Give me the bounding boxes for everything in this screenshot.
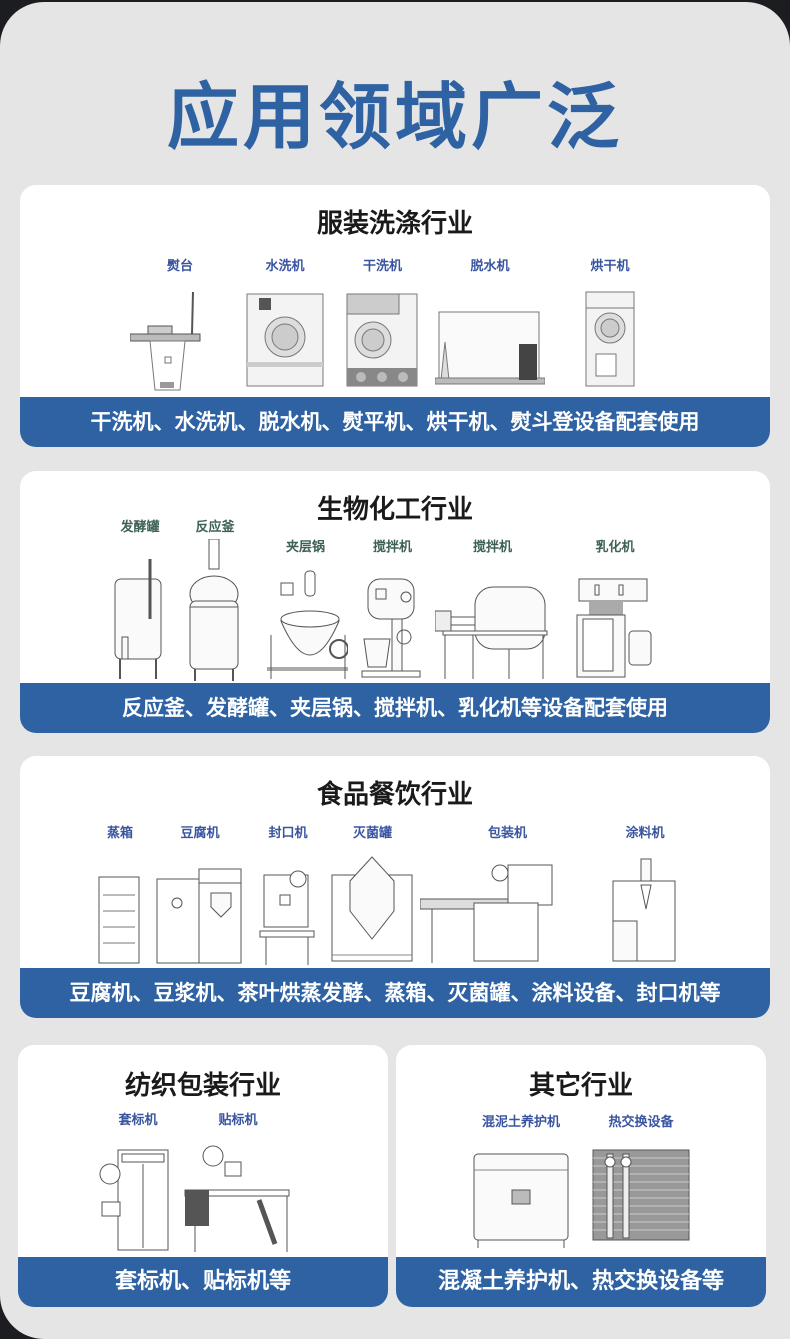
machine-label: 乳化机: [595, 540, 635, 555]
section-title: 食品餐饮行业: [316, 780, 473, 810]
machine-label: 反应釜: [195, 520, 235, 535]
machine-label: 蒸箱: [106, 826, 133, 841]
horizontal-mixer-icon: [435, 586, 548, 679]
section-title: 生物化工行业: [316, 495, 473, 525]
machine-label: 搅拌机: [472, 540, 512, 555]
machine-label: 脱水机: [470, 259, 510, 274]
machine-label: 混泥土养护机: [481, 1115, 560, 1130]
machine-label: 封口机: [268, 826, 308, 841]
machine-dry-cleaner: 干洗机: [345, 255, 420, 392]
machine-emulsifier: 乳化机: [575, 536, 655, 684]
stand-mixer-icon: [361, 578, 421, 678]
machine-dryer: 烘干机: [580, 255, 640, 392]
machine-jacketed-kettle: 夹层锅: [263, 536, 348, 684]
machine-tofu: 豆腐机: [155, 822, 245, 975]
machine-packaging: 包装机: [420, 822, 595, 975]
machine-label: 灭菌罐: [352, 826, 392, 841]
section-title: 服装洗涤行业: [316, 209, 473, 239]
steamer-icon: [98, 876, 140, 964]
section-title: 其它行业: [528, 1071, 633, 1101]
dryer-icon: [585, 291, 635, 387]
section-banner: 豆腐机、豆浆机、茶叶烘蒸发酵、蒸箱、灭菌罐、涂料设备、封口机等: [20, 968, 770, 1018]
machine-mixer-1: 搅拌机: [360, 536, 425, 684]
machine-label: 热交换设备: [608, 1115, 674, 1130]
machine-reactor: 反应釜: [185, 516, 245, 684]
machine-extractor: 脱水机: [435, 255, 545, 392]
section-banner: 干洗机、水洗机、脱水机、熨平机、烘干机、熨斗登设备配套使用: [20, 397, 770, 447]
ironing-table-icon: [130, 291, 201, 391]
machine-sealer: 封口机: [258, 822, 318, 975]
packaging-machine-icon: [420, 864, 553, 963]
machine-label: 夹层锅: [285, 540, 325, 555]
machine-label: 贴标机: [218, 1113, 258, 1128]
machine-label: 水洗机: [265, 259, 305, 274]
section-garment-washing: 服装洗涤行业 熨台 水洗机 干洗机: [20, 185, 770, 447]
machine-heat-exchanger: 热交换设备: [591, 1111, 691, 1254]
machine-label: 烘干机: [590, 259, 630, 274]
machine-label: 豆腐机: [180, 826, 220, 841]
machine-sleeve-labeler: 套标机: [98, 1109, 178, 1260]
emulsifier-icon: [576, 578, 652, 678]
dry-cleaner-icon: [346, 293, 418, 387]
section-banner: 反应釜、发酵罐、夹层锅、搅拌机、乳化机等设备配套使用: [20, 683, 770, 733]
machine-steamer: 蒸箱: [95, 822, 145, 975]
reactor-icon: [189, 539, 239, 681]
heat-exchanger-icon: [592, 1149, 690, 1241]
machine-mixer-2: 搅拌机: [435, 536, 550, 684]
section-banner: 套标机、贴标机等: [18, 1257, 388, 1307]
section-banner: 混凝土养护机、热交换设备等: [396, 1257, 766, 1307]
extractor-icon: [435, 311, 545, 385]
sleeve-labeler-icon: [99, 1149, 169, 1251]
machine-label: 搅拌机: [372, 540, 412, 555]
machine-washer: 水洗机: [245, 255, 325, 392]
tofu-machine-icon: [156, 868, 242, 964]
machine-label: 包装机: [487, 826, 527, 841]
machine-label: 发酵罐: [120, 520, 160, 535]
section-biochemical: 生物化工行业 发酵罐 反应釜 夹层锅: [20, 471, 770, 733]
labeler-icon: [184, 1145, 290, 1252]
machine-labeler: 贴标机: [183, 1109, 293, 1260]
machine-concrete-curing: 混泥土养护机: [466, 1111, 576, 1254]
jacketed-kettle-icon: [267, 570, 348, 679]
machine-fermenter: 发酵罐: [110, 516, 170, 684]
page-title: 应用领域广泛: [166, 75, 623, 159]
washer-icon: [246, 293, 324, 387]
section-other-industries: 其它行业 混泥土养护机 热交换设备: [396, 1045, 766, 1307]
machine-label: 套标机: [118, 1113, 158, 1128]
sealer-icon: [259, 870, 315, 965]
section-title: 纺织包装行业: [124, 1071, 281, 1101]
section-food-catering: 食品餐饮行业 蒸箱 豆腐机 封口机: [20, 756, 770, 1018]
fermenter-icon: [114, 559, 162, 679]
section-textile-packaging: 纺织包装行业 套标机 贴标机 套标机、贴标机等: [18, 1045, 388, 1307]
machine-coating: 涂料机: [605, 822, 685, 975]
machine-sterilizer: 灭菌罐: [330, 822, 415, 975]
machine-ironing-table: 熨台: [130, 255, 230, 392]
machine-label: 干洗机: [362, 259, 402, 274]
machine-label: 熨台: [166, 259, 193, 274]
machine-label: 涂料机: [625, 826, 665, 841]
coating-machine-icon: [612, 858, 676, 962]
concrete-curing-icon: [473, 1153, 569, 1248]
sterilizer-icon: [331, 856, 413, 962]
